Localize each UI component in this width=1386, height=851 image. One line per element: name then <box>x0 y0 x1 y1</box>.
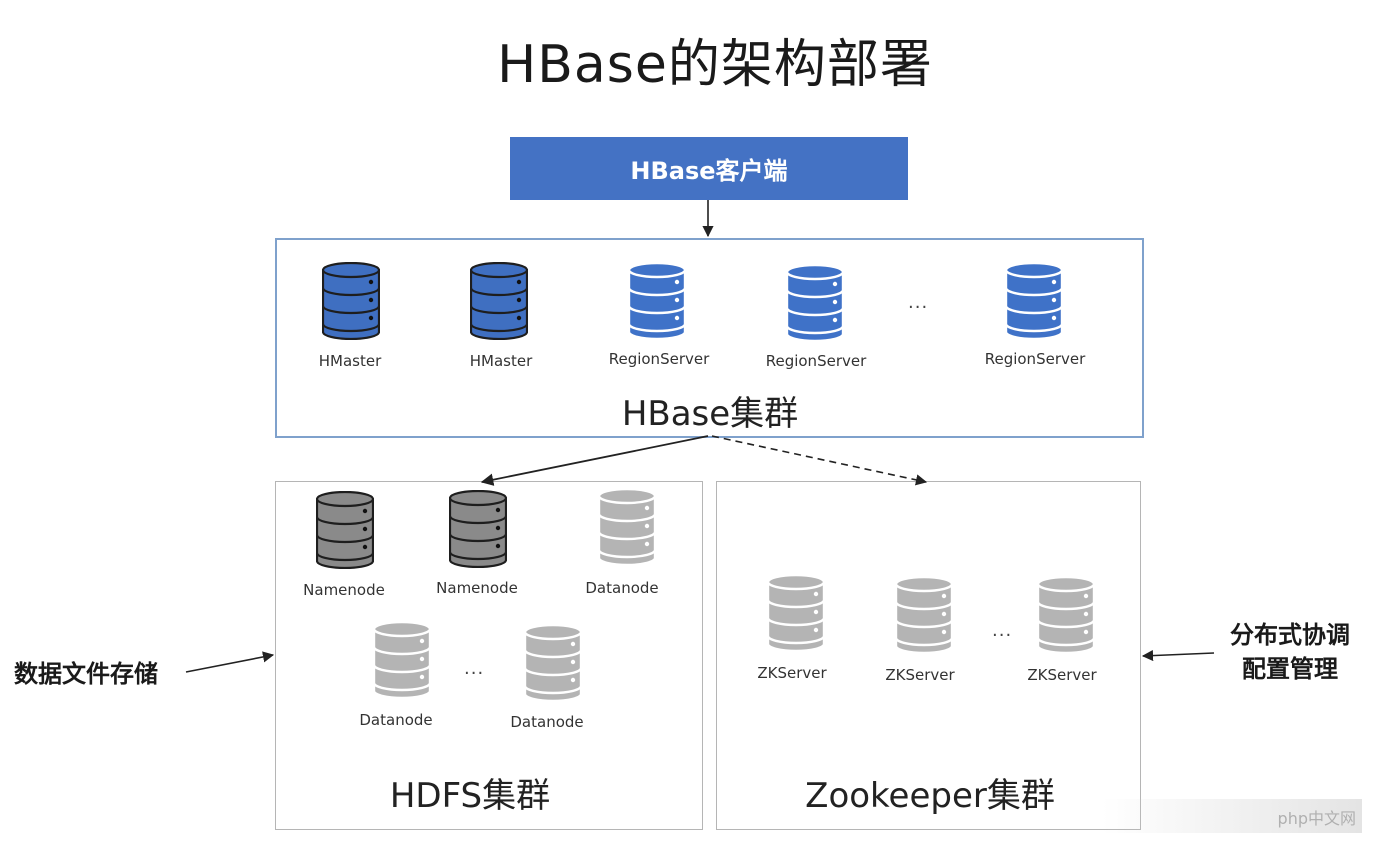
database-icon <box>1005 262 1063 340</box>
node-label: HMaster <box>469 352 533 370</box>
arrow-label-to-hdfs <box>185 651 275 673</box>
database-icon <box>524 624 582 702</box>
arrow-hbase-to-zookeeper <box>711 435 928 486</box>
ellipsis: ... <box>464 658 485 679</box>
database-icon <box>316 491 374 569</box>
node-label: Namenode <box>303 581 385 599</box>
ellipsis: ... <box>908 292 929 313</box>
node-label: RegionServer <box>608 350 710 368</box>
database-icon <box>895 576 953 654</box>
node-label: Datanode <box>510 713 584 731</box>
database-icon <box>1037 576 1095 654</box>
database-icon <box>322 262 380 340</box>
database-icon <box>470 262 528 340</box>
zookeeper-annotation-line2: 配置管理 <box>1242 655 1338 683</box>
arrow-label-to-zookeeper <box>1141 649 1215 662</box>
node-label: RegionServer <box>765 352 867 370</box>
page-title: HBase的架构部署 <box>497 35 933 95</box>
hbase-cluster-label: HBase集群 <box>621 394 799 434</box>
watermark-text: php中文网 <box>1277 809 1356 828</box>
node-label: Namenode <box>436 579 518 597</box>
node-label: ZKServer <box>1027 666 1097 684</box>
database-icon <box>373 621 431 699</box>
node-label: RegionServer <box>984 350 1086 368</box>
arrow-hbase-to-hdfs <box>480 435 709 486</box>
node-label: Datanode <box>585 579 659 597</box>
node-label: Datanode <box>359 711 433 729</box>
database-icon <box>786 264 844 342</box>
zookeeper-cluster-box <box>716 481 1141 830</box>
zookeeper-annotation-line1: 分布式协调 <box>1230 621 1350 649</box>
database-icon <box>598 488 656 566</box>
hdfs-annotation: 数据文件存储 <box>14 660 158 688</box>
database-icon <box>767 574 825 652</box>
hdfs-cluster-label: HDFS集群 <box>389 776 551 816</box>
node-label: ZKServer <box>757 664 827 682</box>
watermark <box>1102 799 1362 833</box>
ellipsis: ... <box>992 620 1013 641</box>
hbase-cluster-box <box>275 238 1144 438</box>
hbase-client-box: HBase客户端 <box>510 137 908 200</box>
database-icon <box>449 490 507 568</box>
zookeeper-cluster-label: Zookeeper集群 <box>805 776 1055 816</box>
node-label: ZKServer <box>885 666 955 684</box>
node-label: HMaster <box>318 352 382 370</box>
database-icon <box>628 262 686 340</box>
